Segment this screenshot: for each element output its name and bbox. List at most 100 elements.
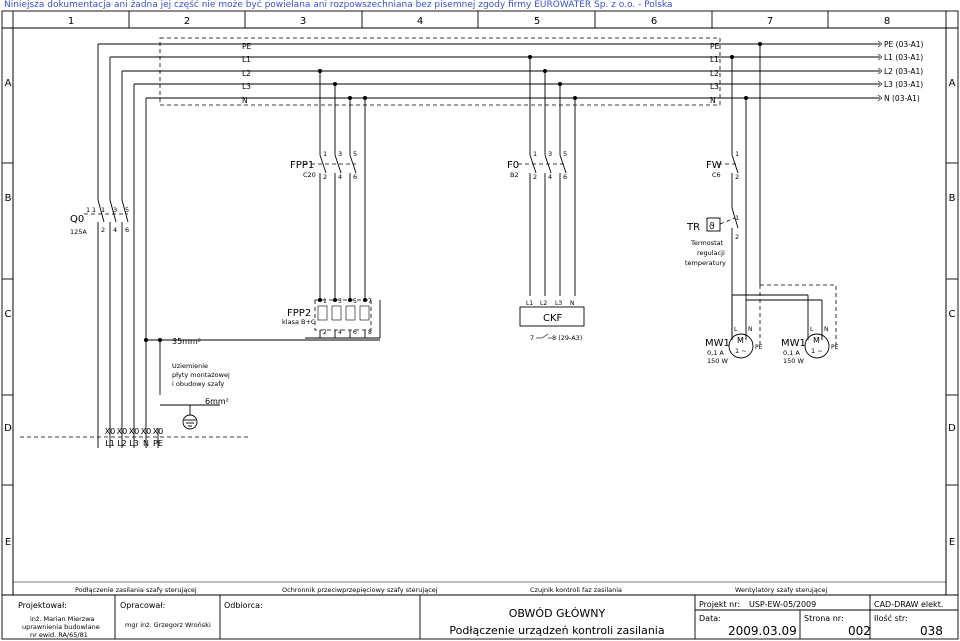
drawing-frame <box>12 27 947 596</box>
x0-top-2: X0 <box>117 427 128 436</box>
col-2: 2 <box>184 16 190 27</box>
cable-6mm: 6mm² <box>205 397 229 406</box>
row-a-left: A <box>5 78 12 89</box>
mw1b-n: N <box>824 326 829 333</box>
fpp2-name: FPP2 <box>287 308 311 319</box>
x0-bottom-l3: L3 <box>129 439 139 448</box>
ilosc-label: Ilość str: <box>874 613 908 623</box>
mw1a-phase: 1 ~ <box>735 347 747 355</box>
bus-l3-label: L3 <box>242 82 251 91</box>
fw-breaker <box>731 44 823 340</box>
ground-icon <box>182 414 198 430</box>
projekt-number: USP-EW-05/2009 <box>749 600 816 609</box>
row-b-right: B <box>949 193 956 204</box>
col-8: 8 <box>884 16 890 27</box>
fpp2-pin-5: 5 <box>353 298 357 305</box>
ckf-pin-l2: L2 <box>540 300 547 307</box>
bus-n-ref: N (03-A1) <box>884 94 920 103</box>
fpp1-pin-3: 3 <box>338 150 342 158</box>
projektowal-name: inż. Marian Mierzwa <box>30 615 95 623</box>
col-7: 7 <box>767 16 773 27</box>
grounding-text-3: i obudowy szafy <box>172 380 224 388</box>
ckf-pin-l3: L3 <box>555 300 562 307</box>
fpp1-rating: C20 <box>303 171 316 179</box>
x0-top-3: X0 <box>129 427 140 436</box>
projektowal-cert: uprawnienia budowlane <box>22 623 100 631</box>
row-b-left: B <box>5 193 12 204</box>
x0-top-4: X0 <box>141 427 152 436</box>
bus-l1-label: L1 <box>242 55 251 64</box>
f0-name: F0 <box>507 160 519 171</box>
q0-pin-5: 5 <box>125 206 129 214</box>
x0-bottom-pe: PE <box>153 439 163 448</box>
fpp1-name: FPP1 <box>290 160 314 171</box>
bus-l3-label-2: L3 <box>710 82 719 91</box>
q0-pin-4: 4 <box>113 226 117 234</box>
mw1b-l: L <box>810 326 814 333</box>
bus-l2-label-2: L2 <box>710 69 719 78</box>
section-label-supply: Podłączenie zasilania szafy sterującej <box>75 586 197 594</box>
page-number: 002 <box>848 624 871 638</box>
section-label-fans: Wentylatory szafy sterującej <box>735 586 827 594</box>
x0-bottom-l1: L1 <box>105 439 115 448</box>
fpp2-class: klasa B+C <box>282 318 316 326</box>
mw1a-motor-symbol: M <box>737 336 744 345</box>
bus-l1-label-2: L1 <box>710 55 719 64</box>
f0-pin-2: 2 <box>533 173 537 181</box>
q0-pin-3: 3 <box>113 206 117 214</box>
title-block <box>114 595 958 639</box>
bus-l2-ref: L2 (03-A1) <box>884 67 923 76</box>
f0-pin-1: 1 <box>533 150 537 158</box>
bus-pe-label-2: PE <box>710 42 720 51</box>
q0-pin-2: 2 <box>101 226 105 234</box>
row-a-right: A <box>949 78 956 89</box>
fpp1-breaker <box>319 71 366 298</box>
mw1a-n: N <box>748 326 753 333</box>
fpp1-pin-4: 4 <box>338 173 342 181</box>
f0-pin-4: 4 <box>548 173 552 181</box>
q0-aux-1: 1 <box>86 206 90 214</box>
x0-top-5: X0 <box>153 427 164 436</box>
projektowal-label: Projektował: <box>18 601 67 610</box>
cad-label: CAD-DRAW elekt. <box>874 600 943 609</box>
x0-bottom-n: N <box>143 439 149 448</box>
q0-name: Q0 <box>70 214 84 225</box>
fw-rating: C6 <box>712 171 721 179</box>
junction-dots <box>144 42 762 342</box>
opracowal-name: mgr inż. Grzegorz Wroński <box>125 621 211 629</box>
busbars <box>98 43 880 99</box>
mw1a-power: 150 W <box>707 357 728 365</box>
tr-pin-2: 2 <box>735 233 739 241</box>
row-c-left: C <box>5 309 12 320</box>
grounding-text-2: płyty montażowej <box>172 371 230 379</box>
f0-rating: B2 <box>510 171 519 179</box>
col-1: 1 <box>68 16 74 27</box>
col-4: 4 <box>417 16 423 27</box>
tr-desc-1: Termostat <box>690 239 724 247</box>
strona-label: Strona nr: <box>804 614 844 623</box>
bus-l2-label: L2 <box>242 69 251 78</box>
bus-l1-ref: L1 (03-A1) <box>884 53 923 62</box>
fpp2-pin-4: 4 <box>338 329 342 336</box>
sheet-title: OBWÓD GŁÓWNY <box>509 607 606 620</box>
mw1-motor-2 <box>804 333 830 359</box>
mw1b-power: 150 W <box>783 357 804 365</box>
grounding-text-1: Uziemienie <box>172 362 208 370</box>
thermostat-symbol-icon: ϑ <box>709 222 715 232</box>
bus-pe-label: PE <box>242 42 252 51</box>
mw1b-current: 0,1 A <box>783 349 800 357</box>
data-label: Data: <box>699 614 721 623</box>
row-d-left: D <box>4 423 12 434</box>
ckf-name: CKF <box>543 313 563 324</box>
ckf-contact-8: 8 (29-A3) <box>552 334 582 342</box>
fw-pin-2: 2 <box>735 173 739 181</box>
section-label-phase: Czujnik kontroli faz zasilania <box>530 586 622 594</box>
fpp2-pin-7: 7 <box>368 298 372 305</box>
q0-pin-6: 6 <box>125 226 129 234</box>
tr-desc-2: regulacji <box>697 249 725 257</box>
f0-breaker <box>529 57 576 296</box>
tr-thermostat-box <box>706 217 721 232</box>
col-5: 5 <box>534 16 540 27</box>
mw1b-pe: PE <box>831 344 839 351</box>
